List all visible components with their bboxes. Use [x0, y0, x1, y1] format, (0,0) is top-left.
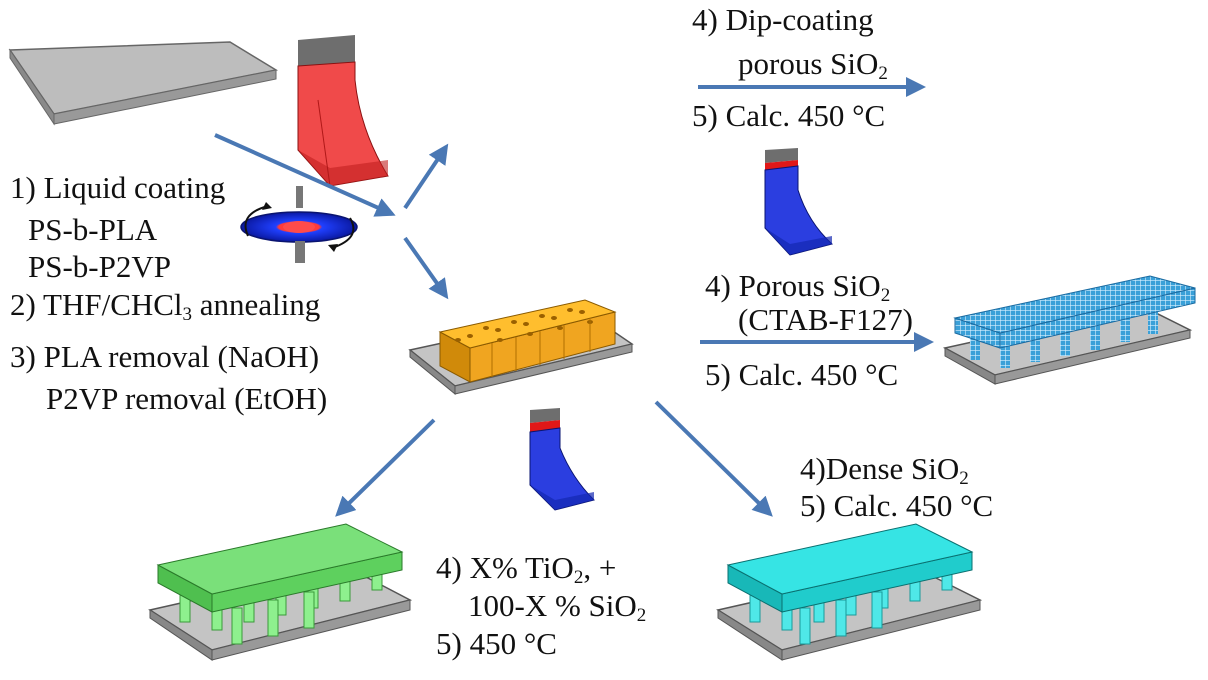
arrow-down-to-template	[403, 236, 449, 300]
calcination-top-label: 5) Calc. 450 °C	[692, 98, 886, 133]
titania-fraction-label: 4) X% TiO2, +	[436, 550, 617, 588]
arrow-mixed-oxide	[335, 418, 436, 517]
mixed-oxide-film	[148, 523, 413, 661]
porous-silica-film	[942, 275, 1196, 385]
porous-silica-top-label: porous SiO2	[738, 46, 888, 84]
dense-silica-film	[716, 523, 983, 661]
dense-silica-label: 4)Dense SiO2	[800, 451, 969, 489]
spin-coater-icon	[240, 186, 358, 263]
step2-label: 2) THF/CHCl3 annealing	[10, 287, 321, 325]
step3-label: 3) PLA removal (NaOH)	[10, 339, 320, 374]
polymer-template	[408, 299, 634, 396]
calcination-dense-label: 5) Calc. 450 °C	[800, 488, 994, 523]
step1-label: 1) Liquid coating	[10, 170, 226, 205]
polymer-psbpla-label: PS-b-PLA	[28, 212, 158, 247]
surfactant-label: (CTAB-F127)	[738, 302, 913, 337]
dip-coating-label: 4) Dip-coating	[692, 2, 874, 37]
arrow-to-template	[214, 133, 396, 217]
calcination-mixed-label: 5) 450 °C	[436, 626, 557, 661]
calcination-porous-label: 5) Calc. 450 °C	[705, 357, 899, 392]
red-dip-coating-bath	[297, 35, 389, 187]
step3-p2vp-label: P2VP removal (EtOH)	[46, 381, 328, 416]
polymer-psbp2vp-label: PS-b-P2VP	[28, 249, 171, 284]
blue-dip-bath-upper	[764, 148, 834, 256]
bare-substrate	[8, 41, 279, 126]
arrow-dense-silica	[654, 400, 773, 517]
blue-dip-bath-lower	[529, 408, 595, 511]
silica-fraction-label: 100-X % SiO2	[468, 588, 647, 626]
arrow-up-branch	[403, 143, 449, 210]
porous-silica-label: 4) Porous SiO2	[705, 268, 891, 306]
